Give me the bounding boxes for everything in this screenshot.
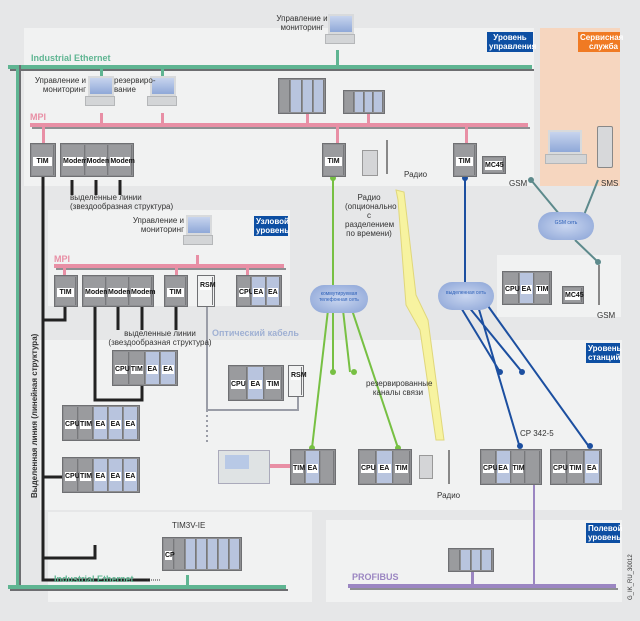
pc-control-node[interactable] bbox=[183, 215, 213, 245]
cloud-phone-label: коммутируемая телефонная сеть bbox=[319, 291, 359, 303]
rack-tim-top-left[interactable]: TIM bbox=[30, 143, 56, 177]
label-gsm-top: GSM bbox=[509, 179, 528, 188]
radio-bolt bbox=[395, 189, 445, 441]
pc-control-top[interactable] bbox=[325, 14, 355, 44]
label-dedicated-line-linear: Выделенная линия (линейная структура) bbox=[30, 333, 39, 498]
dedicated-line-linear bbox=[41, 176, 150, 582]
dedicated-network-cloud bbox=[438, 282, 494, 310]
antenna-bottom bbox=[448, 450, 450, 484]
mpi-label-node: MPI bbox=[54, 254, 71, 264]
ethernet-label-top: Industrial Ethernet bbox=[31, 53, 111, 63]
pc-control-left[interactable] bbox=[85, 76, 115, 106]
mpi-top-line bbox=[30, 123, 528, 127]
label-tim3v: TIM3V-IE bbox=[172, 521, 206, 530]
label-radio-bottom: Радио bbox=[437, 491, 461, 500]
phone-network-cloud bbox=[310, 285, 368, 313]
ethernet-left-vertical bbox=[16, 65, 19, 590]
label-sms: SMS bbox=[601, 179, 619, 188]
profibus-label: PROFIBUS bbox=[352, 572, 399, 582]
ethernet-top-line bbox=[8, 65, 532, 69]
ethernet-bottom-line bbox=[8, 585, 286, 589]
label-radio-top: Радио bbox=[404, 170, 428, 179]
label-control-monitoring-left: Управление и мониторинг bbox=[34, 76, 86, 94]
level-badge-field: Полевой уровень bbox=[586, 523, 623, 543]
rack-tim-gsm-top[interactable]: TIM bbox=[453, 143, 477, 177]
rack-profibus-device[interactable] bbox=[448, 548, 494, 572]
optical-cable bbox=[206, 306, 299, 411]
label-cp342: CP 342-5 bbox=[520, 429, 554, 438]
antenna-top bbox=[386, 140, 388, 174]
mc45-top[interactable]: MC45 bbox=[482, 156, 506, 174]
label-reserved-channels: резервированные каналы связи bbox=[366, 379, 433, 397]
figure-id: G_IK_RU_30012 bbox=[628, 554, 634, 600]
radio-modem-bottom[interactable] bbox=[419, 455, 433, 479]
level-badge-control: Уровень управления bbox=[487, 32, 537, 52]
mpi-label-top: MPI bbox=[30, 112, 47, 122]
hmi-operator-panel[interactable] bbox=[218, 450, 270, 484]
ethernet-label-bottom: Industrial Ethernet bbox=[54, 574, 134, 584]
optical-cable-label: Оптический кабель bbox=[212, 328, 299, 338]
label-control-monitoring-top: Управление и мониторинг bbox=[276, 14, 328, 32]
mc45-station[interactable]: MC45 bbox=[562, 286, 584, 304]
rack-tim3v-ie[interactable]: CPU bbox=[162, 537, 242, 571]
level-badge-station: Уровень станций bbox=[586, 343, 622, 363]
label-control-monitoring-node: Управление и мониторинг bbox=[132, 216, 184, 234]
label-radio-optional: Радио (опционально с разделением по врем… bbox=[345, 193, 397, 238]
laptop-service[interactable] bbox=[545, 130, 587, 164]
label-redundancy: резервиро-вание bbox=[114, 76, 156, 94]
rack-plc-control-2[interactable] bbox=[343, 90, 385, 114]
rsm-station[interactable]: RSM bbox=[288, 365, 307, 397]
rsm-node[interactable]: RSM bbox=[197, 275, 216, 307]
rack-plc-control-1[interactable] bbox=[278, 78, 326, 114]
pc-redundancy[interactable] bbox=[147, 76, 177, 106]
label-gsm-station: GSM bbox=[597, 311, 616, 320]
mobile-phone-icon bbox=[597, 126, 613, 168]
cloud-dedicated-label: выделенная сеть bbox=[446, 290, 486, 296]
rack-tim-node-1[interactable]: TIM bbox=[54, 275, 78, 307]
antenna-gsm-station bbox=[598, 265, 600, 305]
cloud-gsm-label: GSM сеть bbox=[554, 220, 578, 226]
radio-modem-top[interactable] bbox=[362, 150, 378, 176]
gsm-network-cloud bbox=[538, 212, 594, 240]
level-badge-service: Сервисная служба bbox=[578, 32, 624, 52]
mpi-node-line bbox=[54, 264, 284, 268]
level-badge-node: Узловой уровень bbox=[254, 216, 290, 236]
rack-tim-node-2[interactable]: TIM bbox=[164, 275, 188, 307]
label-dedicated-lines-2: выделенные линии (звездообразная структу… bbox=[108, 329, 212, 347]
label-dedicated-lines-1: выделенные линии (звездообразная структу… bbox=[70, 193, 174, 211]
rack-tim-radio-top[interactable]: TIM bbox=[322, 143, 346, 177]
profibus-line bbox=[348, 584, 616, 588]
